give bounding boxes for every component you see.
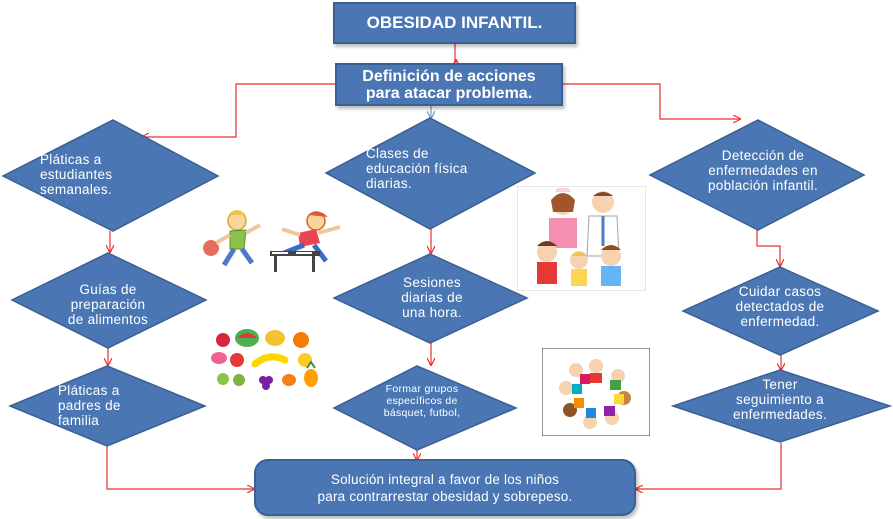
center-3-text: Formar grupos específicos de básquet, fu…: [383, 383, 461, 419]
diamond-right-3: [670, 369, 893, 443]
diamond-left-1: [1, 119, 220, 232]
left-1-text: Pláticas a estudiantes semanales.: [40, 152, 113, 197]
definition-box: Definición de acciones para atacar probl…: [335, 63, 563, 106]
connector-definition-to-right: [563, 83, 740, 119]
diamond-center-3: [332, 365, 518, 451]
diamond-left-3: [8, 365, 207, 447]
center-2-text: Sesiones diarias de una hora.: [401, 275, 463, 320]
fruits-image: [203, 324, 333, 394]
connector-title-to-definition: [455, 44, 456, 62]
children-circle-image: [542, 348, 650, 436]
diamond-left-2: [10, 252, 208, 349]
title-text: OBESIDAD INFANTIL.: [366, 13, 543, 32]
doctors-and-children-image: [517, 186, 646, 291]
connector-definition-to-left: [142, 83, 336, 137]
diamond-right-2: [681, 266, 880, 356]
right-2-text: Cuidar casos detectados de enfermedad.: [735, 284, 825, 329]
title-box: OBESIDAD INFANTIL.: [333, 2, 576, 44]
connector-right-1-2: [756, 230, 780, 266]
right-1-text: Detección de enfermedades en población i…: [707, 148, 819, 193]
center-1-text: Clases de educación física diarias.: [366, 146, 468, 191]
left-3-text: Pláticas a padres de familia: [58, 383, 121, 428]
definition-text: Definición de acciones para atacar probl…: [362, 67, 536, 102]
children-exercising-image: [200, 205, 350, 277]
solution-box: Solución integral a favor de los niños p…: [254, 459, 636, 516]
connector-left-to-solution: [106, 446, 254, 489]
diamond-center-1: [324, 117, 537, 230]
left-2-text: Guías de preparación de alimentos: [67, 282, 149, 327]
diamond-center-2: [332, 253, 529, 344]
right-3-text: Tener seguimiento a enfermedades.: [733, 377, 827, 422]
connector-right-to-solution: [636, 443, 782, 489]
diamond-right-1: [648, 119, 866, 231]
solution-text: Solución integral a favor de los niños p…: [317, 471, 573, 504]
